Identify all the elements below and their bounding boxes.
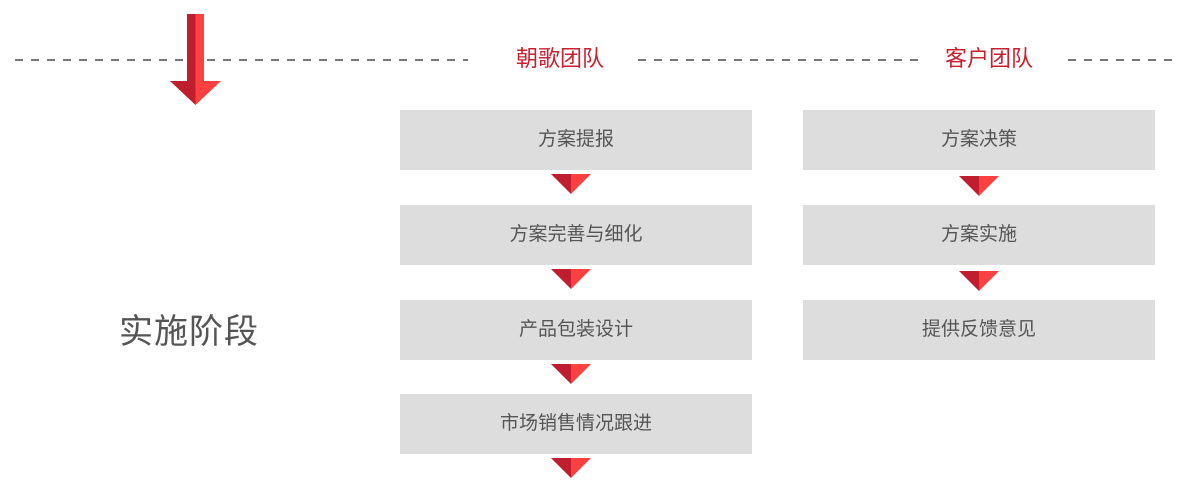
team-title-chaoge: 朝歌团队 xyxy=(515,47,604,72)
divider-dashed-line xyxy=(1068,59,1178,61)
step-label: 方案实施 xyxy=(940,222,1017,245)
step-box: 方案提报 xyxy=(400,110,752,170)
step-label: 产品包装设计 xyxy=(518,317,633,340)
step-label: 方案完善与细化 xyxy=(509,222,643,245)
stage-label: 实施阶段 xyxy=(119,312,259,352)
down-triangle-icon xyxy=(551,458,591,478)
down-triangle-icon xyxy=(959,271,999,291)
step-label: 提供反馈意见 xyxy=(921,317,1036,340)
down-arrow-icon xyxy=(170,14,221,105)
down-triangle-icon xyxy=(959,176,999,196)
down-triangle-icon xyxy=(551,364,591,384)
step-box: 产品包装设计 xyxy=(400,300,752,360)
step-box: 市场销售情况跟进 xyxy=(400,394,752,454)
down-triangle-icon xyxy=(551,269,591,289)
divider-dashed-line xyxy=(638,59,920,61)
team-title-client: 客户团队 xyxy=(944,47,1033,72)
divider-dashed-line xyxy=(15,59,468,61)
step-box: 方案实施 xyxy=(803,205,1155,265)
step-box: 提供反馈意见 xyxy=(803,300,1155,360)
step-label: 方案决策 xyxy=(940,127,1017,150)
step-label: 方案提报 xyxy=(537,127,614,150)
step-label: 市场销售情况跟进 xyxy=(499,411,652,434)
step-box: 方案完善与细化 xyxy=(400,205,752,265)
step-box: 方案决策 xyxy=(803,110,1155,170)
down-triangle-icon xyxy=(551,174,591,194)
